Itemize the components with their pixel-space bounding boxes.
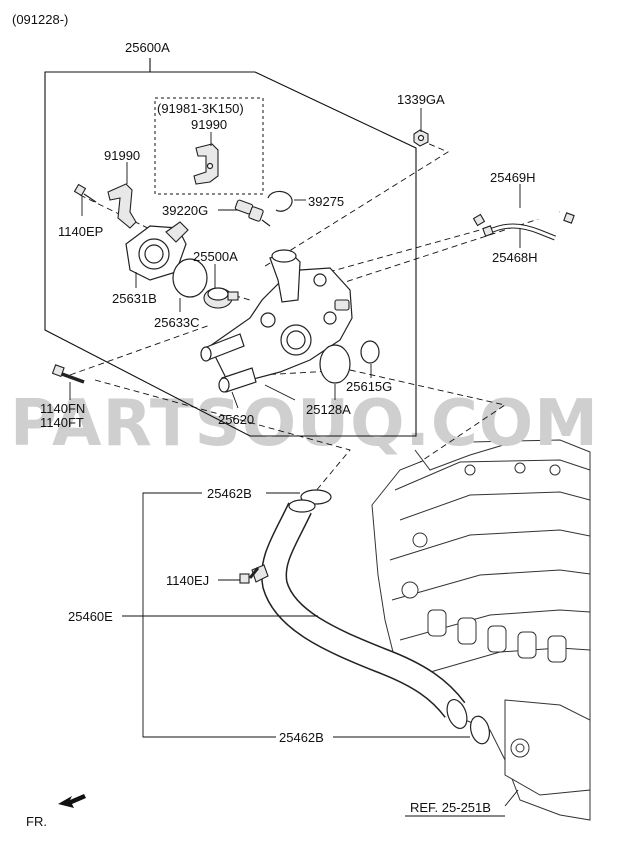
cover-gasket-label: 25633C (154, 315, 200, 330)
o-ring-bottom-part (469, 715, 491, 745)
leader-lines (69, 108, 521, 807)
dashed-guides (69, 139, 561, 511)
bolt-ep-label: 1140EP (58, 224, 103, 239)
option-box (154, 97, 264, 195)
housing-part (200, 249, 353, 393)
nut-part (413, 129, 429, 147)
watermark-text: PARTSOUQ.COM (10, 387, 599, 461)
bolt-ft-label: 1140FT (40, 415, 84, 430)
housing-label: 25620 (218, 412, 254, 427)
o-ring-bottom-label: 25462B (279, 730, 324, 745)
thermostat-part (203, 287, 239, 309)
housing-gasket-label: 25128A (306, 402, 351, 417)
bolt-ej-label: 1140EJ (166, 573, 209, 588)
engine-block (371, 439, 591, 821)
assembly-frame (44, 58, 417, 437)
sensor-label: 39220G (162, 203, 208, 218)
sensor-part (234, 199, 271, 227)
hose-lower-label: 25468H (492, 250, 538, 265)
thermostat-label: 25500A (193, 249, 238, 264)
housing-gasket-part (319, 344, 351, 384)
reference-label: REF. 25-251B (410, 800, 491, 815)
bolt-fn-label: 1140FN (40, 401, 85, 416)
front-direction-indicator: FR. (26, 794, 86, 829)
water-pipe-part (251, 499, 468, 730)
housing-cover-label: 25631B (112, 291, 157, 306)
o-ring-top-label: 25462B (207, 486, 252, 501)
front-arrow-icon (58, 794, 86, 808)
bracket-label: 91990 (104, 148, 140, 163)
serial-range-label: (091228-) (12, 12, 68, 27)
bypass-hoses (472, 202, 575, 241)
front-label: FR. (26, 814, 47, 829)
nut-label: 1339GA (397, 92, 445, 107)
housing-cover-part (125, 221, 189, 281)
clip-label: 39275 (308, 194, 344, 209)
small-gasket-part (360, 340, 380, 364)
assembly-label: 25600A (125, 40, 170, 55)
clip-part (267, 190, 293, 212)
bolt-ep-part (73, 183, 97, 203)
bolt-ej-part (239, 567, 260, 584)
bracket-option-label: 91990 (191, 117, 227, 132)
bolt-fn-part (51, 364, 85, 384)
cover-gasket-part (172, 258, 208, 298)
small-gasket-label: 25615G (346, 379, 392, 394)
pipe-label: 25460E (68, 609, 113, 624)
option-code-label: (91981-3K150) (157, 101, 244, 116)
part-labels: (091228-) 25600A (91981-3K150) 91990 133… (12, 12, 538, 815)
bracket-part (107, 183, 137, 229)
hose-upper-label: 25469H (490, 170, 536, 185)
option-bracket-part (193, 143, 219, 185)
